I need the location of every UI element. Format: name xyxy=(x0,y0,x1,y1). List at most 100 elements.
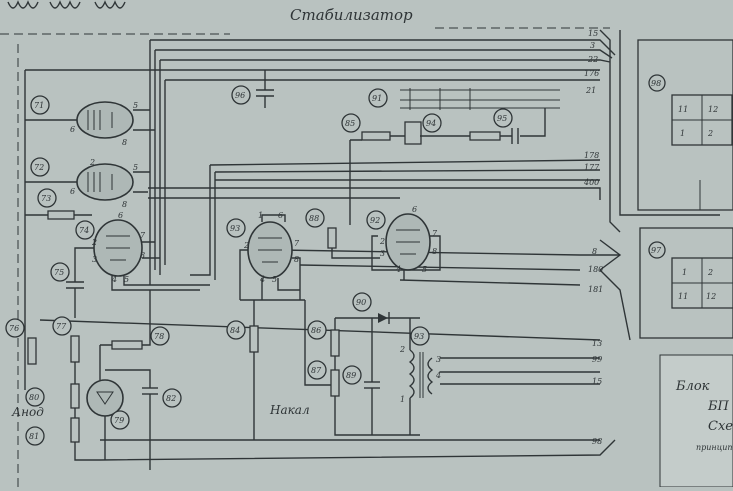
pin72-6: 6 xyxy=(70,187,75,196)
bus-wires xyxy=(24,29,720,461)
conn98-cell-12: 12 xyxy=(708,105,718,114)
wire-labels: 15 3 22 176 21 178 177 400 8 180 181 13 … xyxy=(583,29,603,446)
resistor-73: 73 xyxy=(25,188,92,220)
wire-8: 8 xyxy=(592,247,597,256)
block-text-4: принцип xyxy=(696,443,733,452)
pin74-4: 4 xyxy=(111,275,117,284)
ref-84: 84 xyxy=(230,326,240,335)
transformer: 93 2 1 3 4 xyxy=(399,318,441,435)
ref-92: 92 xyxy=(370,216,380,225)
resistor-84: 84 xyxy=(226,300,259,440)
ref-78: 78 xyxy=(154,332,164,341)
ref-89: 89 xyxy=(346,371,356,380)
wire-177: 177 xyxy=(584,163,600,172)
pin71-6: 6 xyxy=(70,125,75,134)
ref-72: 72 xyxy=(34,163,44,172)
resistor-77: 77 xyxy=(52,316,80,390)
pin93-7: 7 xyxy=(294,239,300,248)
pin92-8: 8 xyxy=(432,247,437,256)
ref-95: 95 xyxy=(497,114,507,123)
relay-section: 91 85 94 95 xyxy=(341,88,560,225)
pin71-8: 8 xyxy=(122,138,127,147)
conn97-cell-1: 1 xyxy=(682,268,687,277)
ref-91: 91 xyxy=(372,94,382,103)
diode-90: 90 xyxy=(352,292,390,324)
ref-85: 85 xyxy=(345,119,355,128)
ref-88: 88 xyxy=(309,214,319,223)
capacitor-75: 75 xyxy=(50,260,84,318)
resistor-78: 78 xyxy=(100,290,170,350)
wire-15b: 15 xyxy=(592,377,602,386)
dashed-boundaries xyxy=(0,27,610,487)
ref-77: 77 xyxy=(56,322,67,331)
pin74-3: 3 xyxy=(92,255,97,264)
wire-98: 98 xyxy=(592,437,602,446)
wire-176: 176 xyxy=(584,69,599,78)
wire-15a: 15 xyxy=(588,29,598,38)
pin74-8: 8 xyxy=(140,251,145,260)
ref-80: 80 xyxy=(29,393,39,402)
ref-81: 81 xyxy=(29,432,39,441)
conn97-cell-12: 12 xyxy=(706,292,716,301)
conn98-cell-1: 1 xyxy=(680,129,685,138)
ref-94: 94 xyxy=(426,119,436,128)
resistor-76: 76 xyxy=(5,318,37,365)
ref-93b: 93 xyxy=(414,332,424,341)
ref-82: 82 xyxy=(166,394,176,403)
pin72-5: 5 xyxy=(133,163,138,172)
wire-99: 99 xyxy=(592,355,602,364)
pin92-7: 7 xyxy=(432,229,438,238)
block-title: Блок БП Схе принцип xyxy=(659,354,733,488)
pin92-2: 2 xyxy=(379,237,385,246)
page-title: Стабилизатор xyxy=(290,6,413,24)
wire-21: 21 xyxy=(585,86,596,95)
pin72-2: 2 xyxy=(89,158,95,167)
wire-178: 178 xyxy=(584,151,599,160)
ref-79: 79 xyxy=(114,416,124,425)
wire-22: 22 xyxy=(587,55,598,64)
pin92-6: 6 xyxy=(412,205,417,214)
tube-93: 93 1 6 2 7 8 4 5 xyxy=(226,211,301,300)
tr-pin-1: 1 xyxy=(400,395,405,404)
connector-97: 1 2 11 12 97 xyxy=(639,227,733,339)
resistor-80: 80 Анод xyxy=(11,383,80,419)
pin74-7: 7 xyxy=(140,231,146,240)
ref-76: 76 xyxy=(9,324,19,333)
pin93-1: 1 xyxy=(258,211,263,220)
tube-74: 74 6 2 3 7 8 4 5 xyxy=(74,211,210,291)
ref-71: 71 xyxy=(34,101,44,110)
conn98-cell-11: 11 xyxy=(678,105,688,114)
ref-93: 93 xyxy=(230,224,240,233)
tube-72: 72 2 6 8 5 xyxy=(25,157,150,209)
tube-92: 92 6 2 7 3 8 4 5 xyxy=(366,205,441,280)
tube-79: 79 xyxy=(86,345,151,460)
pin74-2: 2 xyxy=(91,238,97,247)
ref-73: 73 xyxy=(41,194,51,203)
ref-74: 74 xyxy=(79,226,89,235)
ref-86: 86 xyxy=(311,326,321,335)
ref-98: 98 xyxy=(651,79,661,88)
resistor-88: 88 xyxy=(305,208,380,259)
conn97-cell-2: 2 xyxy=(707,268,713,277)
ref-87: 87 xyxy=(311,366,322,375)
connector-98: 11 12 1 2 98 xyxy=(637,39,733,211)
wire-180: 180 xyxy=(588,265,603,274)
wire-13: 13 xyxy=(592,339,602,348)
ref-96: 96 xyxy=(235,91,245,100)
ref-75: 75 xyxy=(54,268,64,277)
label-heater: Накал xyxy=(269,403,310,417)
tr-pin-4: 4 xyxy=(435,371,441,380)
top-inductors xyxy=(7,0,126,9)
pin93-8: 8 xyxy=(294,255,299,264)
resistor-81: 81 xyxy=(25,408,100,461)
capacitor-96: 96 xyxy=(231,70,274,108)
tube-71: 71 6 8 5 xyxy=(25,95,155,147)
capacitor-82: 82 xyxy=(142,387,182,470)
pin71-5: 5 xyxy=(133,101,138,110)
block-text-2: БП xyxy=(707,399,730,414)
pin72-8: 8 xyxy=(122,200,127,209)
ref-97: 97 xyxy=(651,246,662,255)
pin74-5: 5 xyxy=(124,275,129,284)
